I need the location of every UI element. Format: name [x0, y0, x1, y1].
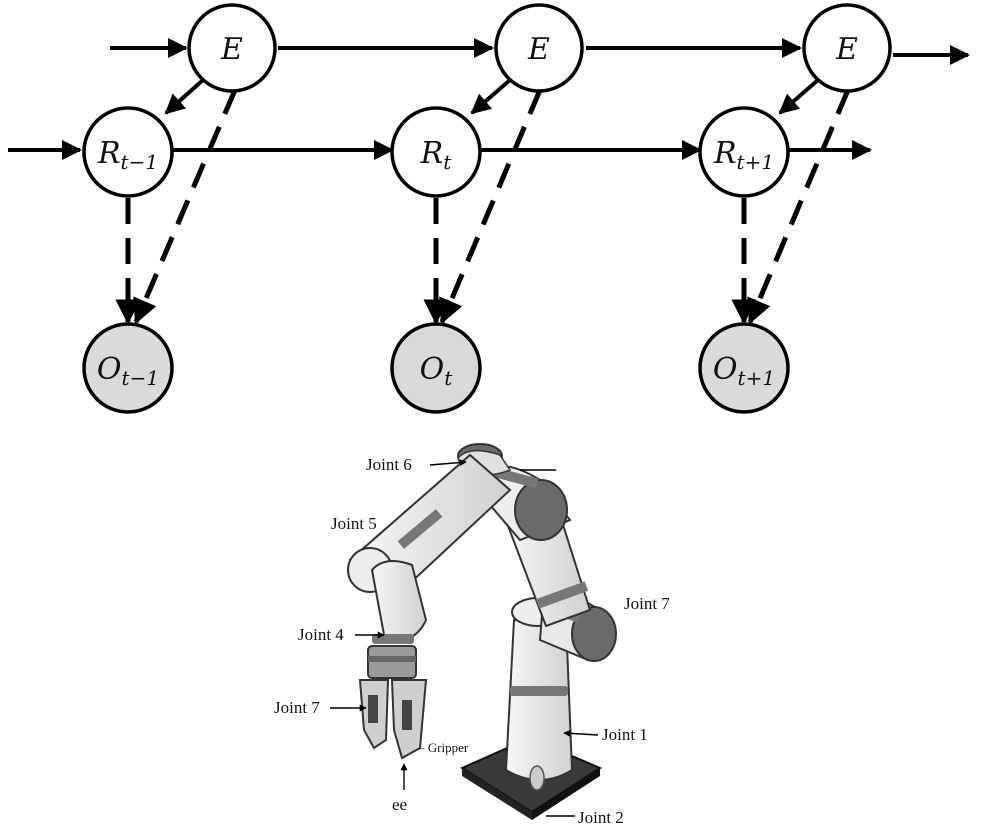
node-r-t-label: Rt — [420, 136, 453, 174]
edge-e-r-1 — [164, 78, 205, 115]
node-o-t-minus-1: Ot−1 — [82, 322, 174, 414]
label-joint1: Joint 1 — [602, 725, 648, 744]
node-e-1: E — [187, 3, 277, 93]
label-ee: ee — [392, 795, 407, 814]
label-gripper: – Gripper — [417, 740, 469, 755]
node-e-2: E — [494, 3, 584, 93]
node-r-t-plus-1: Rt+1 — [698, 106, 790, 198]
label-joint7-left: Joint 7 — [274, 698, 320, 717]
label-joint5: Joint 5 — [331, 514, 377, 533]
node-e-1-label: E — [220, 32, 243, 67]
robot-gripper — [358, 679, 428, 760]
edge-e-o-1 — [133, 89, 238, 325]
bayes-network: E E E Rt−1 Rt Rt+1 Ot−1 Ot — [8, 3, 970, 414]
robot-wrist — [347, 547, 428, 679]
edge-e-r-3 — [778, 78, 820, 115]
node-e-3: E — [802, 3, 892, 93]
label-joint7-right: Joint 7 — [624, 594, 670, 613]
edge-e-o-3 — [747, 89, 851, 325]
node-r-t-minus-1-label: Rt−1 — [97, 136, 158, 174]
node-r-t: Rt — [390, 106, 482, 198]
edge-e-o-2 — [439, 89, 543, 325]
node-o-t: Ot — [390, 322, 482, 414]
label-joint2: Joint 2 — [578, 808, 624, 827]
label-joint6: Joint 6 — [366, 455, 412, 474]
node-e-3-label: E — [835, 32, 858, 67]
node-e-2-label: E — [527, 32, 550, 67]
robot-label-pointers — [330, 459, 599, 817]
edge-e-r-2 — [470, 78, 512, 115]
node-r-t-minus-1: Rt−1 — [82, 106, 174, 198]
node-o-t-minus-1-label: Ot−1 — [97, 352, 159, 390]
node-o-t-plus-1: Ot+1 — [698, 322, 790, 414]
label-joint4: Joint 4 — [298, 625, 344, 644]
node-o-t-plus-1-label: Ot+1 — [713, 352, 775, 390]
node-o-t-label: Ot — [420, 352, 454, 390]
robot-arm-illustration: Joint 6 Joint 5 Joint 7 Joint 4 Joint 7 … — [274, 443, 670, 827]
node-r-t-plus-1-label: Rt+1 — [713, 136, 774, 174]
